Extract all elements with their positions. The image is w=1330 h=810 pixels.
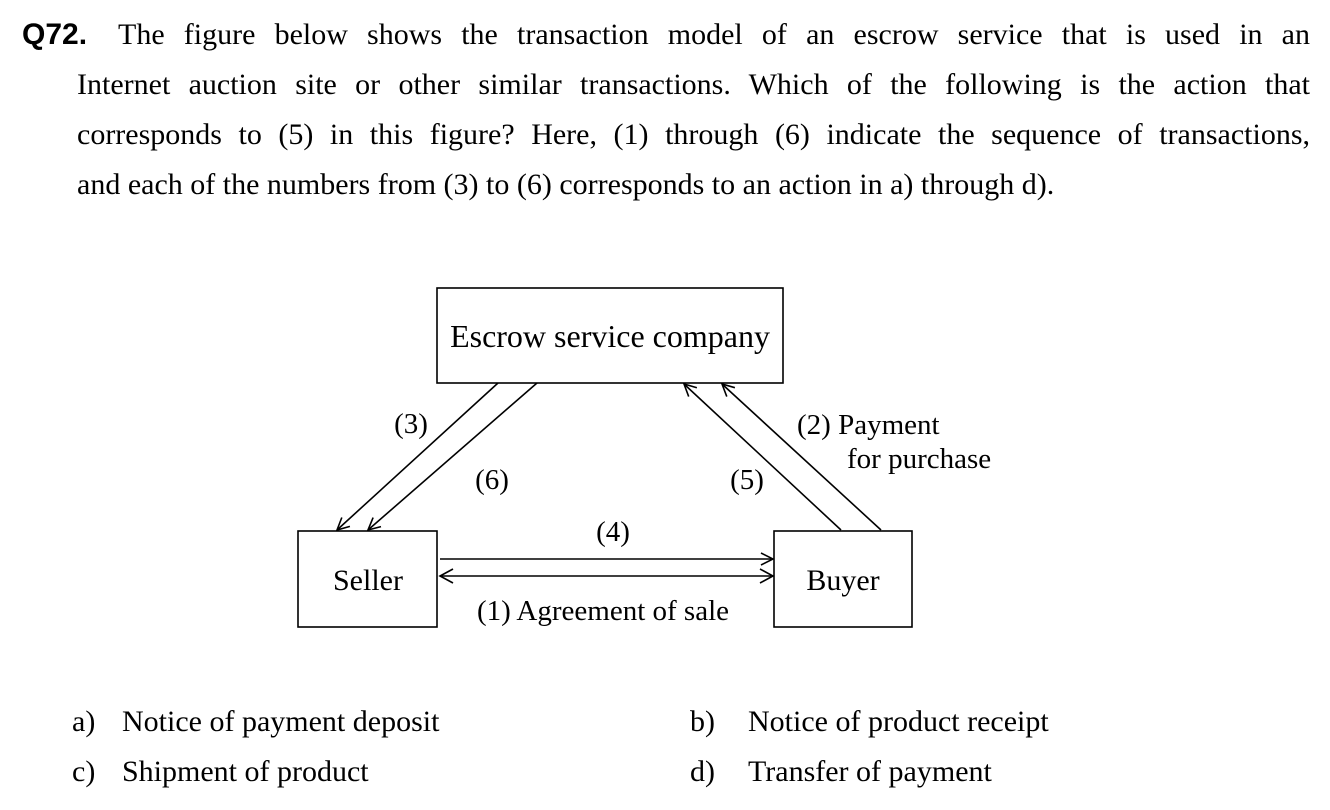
arrow-6-escrow-to-seller bbox=[368, 382, 538, 530]
buyer-box bbox=[773, 530, 913, 628]
option-b-text: Notice of product receipt bbox=[748, 705, 1049, 738]
option-d[interactable]: d) Transfer of payment bbox=[690, 752, 992, 792]
option-d-text: Transfer of payment bbox=[748, 755, 992, 788]
arrow-1-head-right bbox=[759, 568, 775, 584]
label-6: (6) bbox=[475, 464, 509, 496]
option-c-text: Shipment of product bbox=[122, 755, 369, 788]
question-line-4: and each of the numbers from (3) to (6) … bbox=[77, 168, 1055, 201]
label-1: (1) Agreement of sale bbox=[477, 595, 729, 627]
seller-box bbox=[297, 530, 438, 628]
option-d-label: d) bbox=[690, 755, 715, 788]
escrow-company-label: Escrow service company bbox=[450, 318, 770, 354]
arrow-3-escrow-to-seller bbox=[337, 382, 499, 530]
label-5: (5) bbox=[730, 464, 764, 496]
option-c[interactable]: c) Shipment of product bbox=[72, 752, 369, 792]
question-line-1: The figure below shows the transaction m… bbox=[118, 18, 1310, 51]
label-4: (4) bbox=[596, 516, 630, 548]
option-a-text: Notice of payment deposit bbox=[122, 705, 440, 738]
option-a[interactable]: a) Notice of payment deposit bbox=[72, 702, 439, 742]
option-b-label: b) bbox=[690, 705, 715, 738]
option-a-label: a) bbox=[72, 705, 96, 738]
label-3: (3) bbox=[394, 408, 428, 440]
question-number: Q72. bbox=[22, 18, 88, 51]
buyer-label: Buyer bbox=[806, 564, 879, 597]
seller-label: Seller bbox=[333, 564, 403, 597]
label-2-line2: for purchase bbox=[847, 443, 991, 475]
arrow-2-buyer-to-escrow bbox=[722, 384, 882, 531]
arrow-1-head-left bbox=[438, 568, 454, 584]
escrow-company-box bbox=[436, 287, 784, 384]
arrow-5-buyer-to-escrow bbox=[684, 384, 842, 531]
option-b[interactable]: b) Notice of product receipt bbox=[690, 702, 1049, 742]
label-2-line1: (2) Payment bbox=[797, 409, 940, 441]
option-c-label: c) bbox=[72, 755, 96, 788]
question-line-3: corresponds to (5) in this figure? Here,… bbox=[77, 118, 1310, 151]
question-line-2: Internet auction site or other similar t… bbox=[77, 68, 1310, 101]
